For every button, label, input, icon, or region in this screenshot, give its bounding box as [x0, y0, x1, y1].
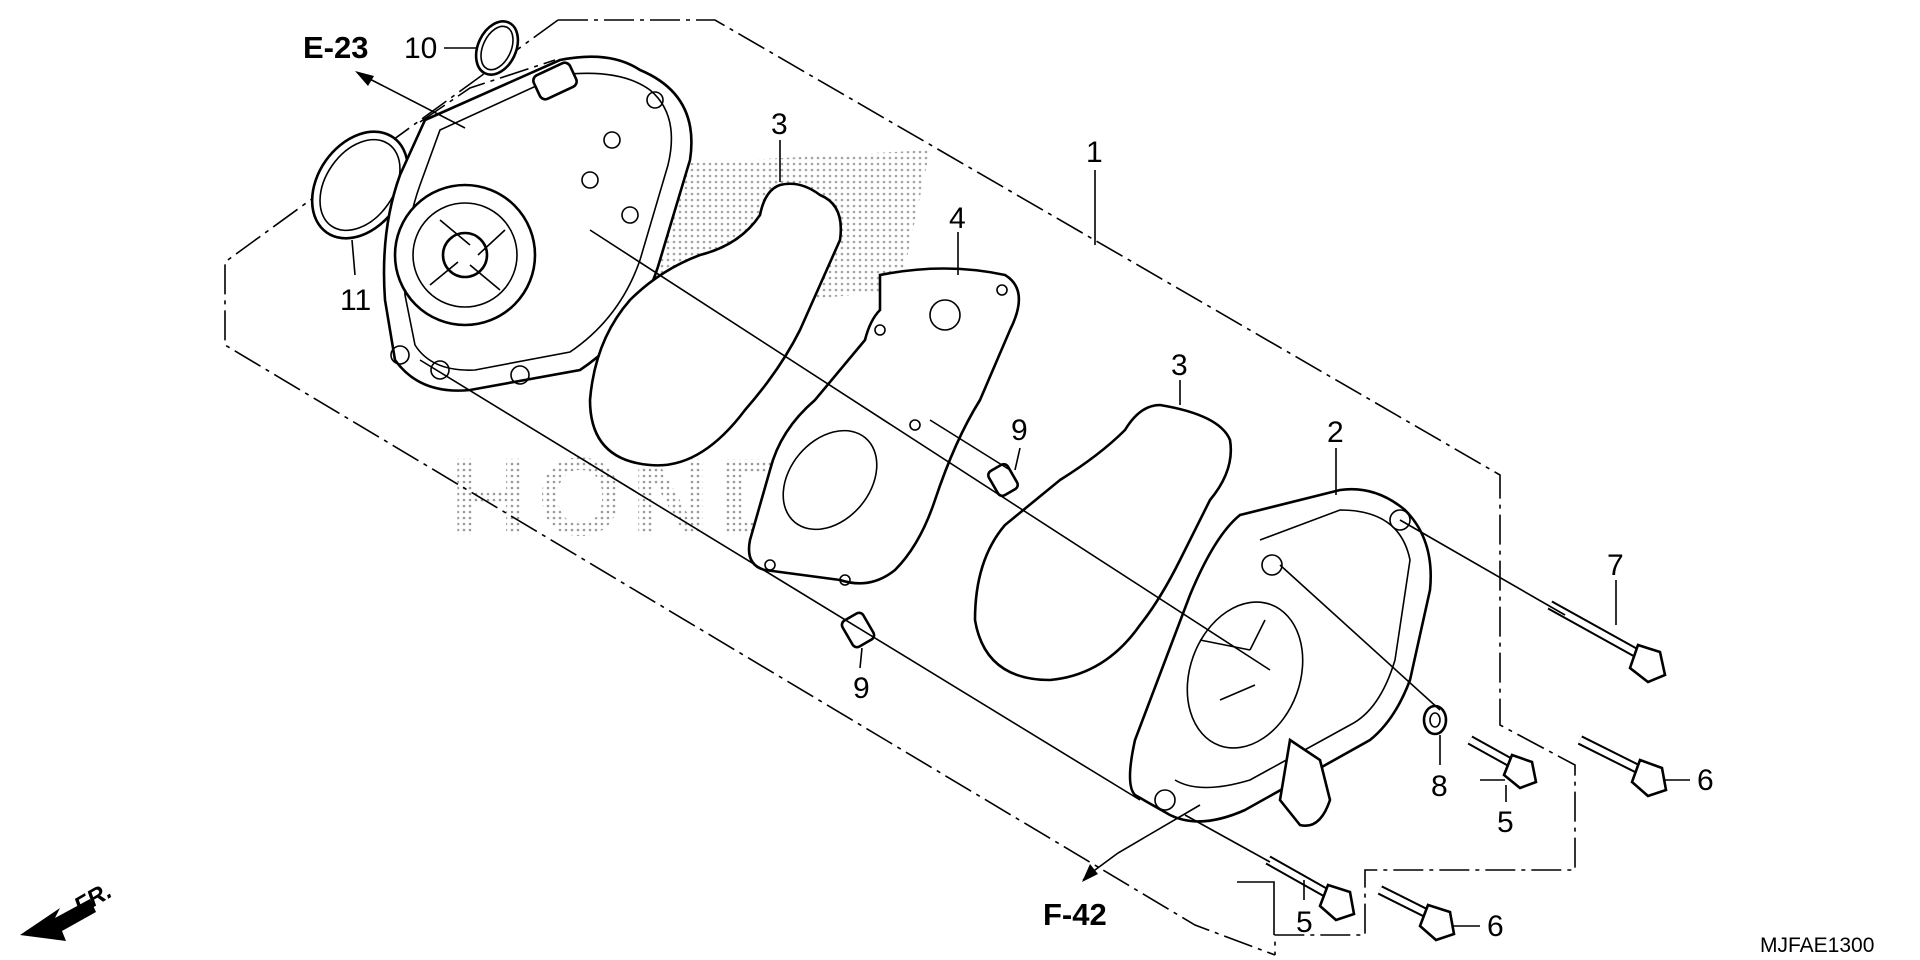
assembly-axis-lines	[419, 229, 1566, 863]
callout-3-lower: 3	[1171, 349, 1188, 382]
pump-seal-upper	[588, 182, 843, 467]
dowel-pin-lower	[840, 611, 876, 649]
callout-6-lower: 6	[1487, 910, 1504, 943]
ref-e23-label[interactable]: E-23	[303, 30, 368, 65]
callout-1: 1	[1086, 136, 1103, 169]
callout-leaders	[351, 47, 1690, 935]
callout-5-upper: 5	[1497, 806, 1514, 839]
bolt-6-lower	[1377, 885, 1456, 942]
pump-seal-lower	[973, 403, 1233, 682]
callout-9-upper: 9	[1011, 414, 1028, 447]
bolt-5-lower	[1265, 855, 1356, 922]
ref-e23-arrow	[355, 71, 466, 129]
callout-4: 4	[949, 202, 966, 235]
sealing-washer	[1422, 704, 1448, 736]
callout-3-upper: 3	[771, 108, 788, 141]
front-direction-arrow	[20, 899, 96, 941]
dowel-pin-upper	[987, 462, 1019, 498]
callout-2: 2	[1327, 416, 1344, 449]
bolt-6-upper	[1577, 735, 1668, 798]
callout-8: 8	[1431, 770, 1448, 803]
callout-10: 10	[404, 32, 437, 65]
o-ring-small	[474, 20, 520, 76]
bolt-5-upper	[1467, 735, 1538, 790]
diagram-code: MJFAE1300	[1760, 934, 1874, 957]
callout-11: 11	[340, 284, 371, 317]
ref-f42-arrow	[1082, 804, 1201, 882]
ref-f42-label[interactable]: F-42	[1043, 897, 1107, 932]
callout-5-lower: 5	[1296, 906, 1313, 939]
assembly-boundary	[224, 19, 1576, 956]
pump-gasket-plate	[747, 267, 1021, 586]
callout-6-upper: 6	[1697, 764, 1714, 797]
water-pump-cover	[1128, 487, 1432, 827]
callout-7: 7	[1607, 549, 1624, 582]
bolt-7	[1547, 600, 1667, 684]
callout-9-lower: 9	[853, 672, 870, 705]
water-pump-body	[382, 55, 693, 392]
